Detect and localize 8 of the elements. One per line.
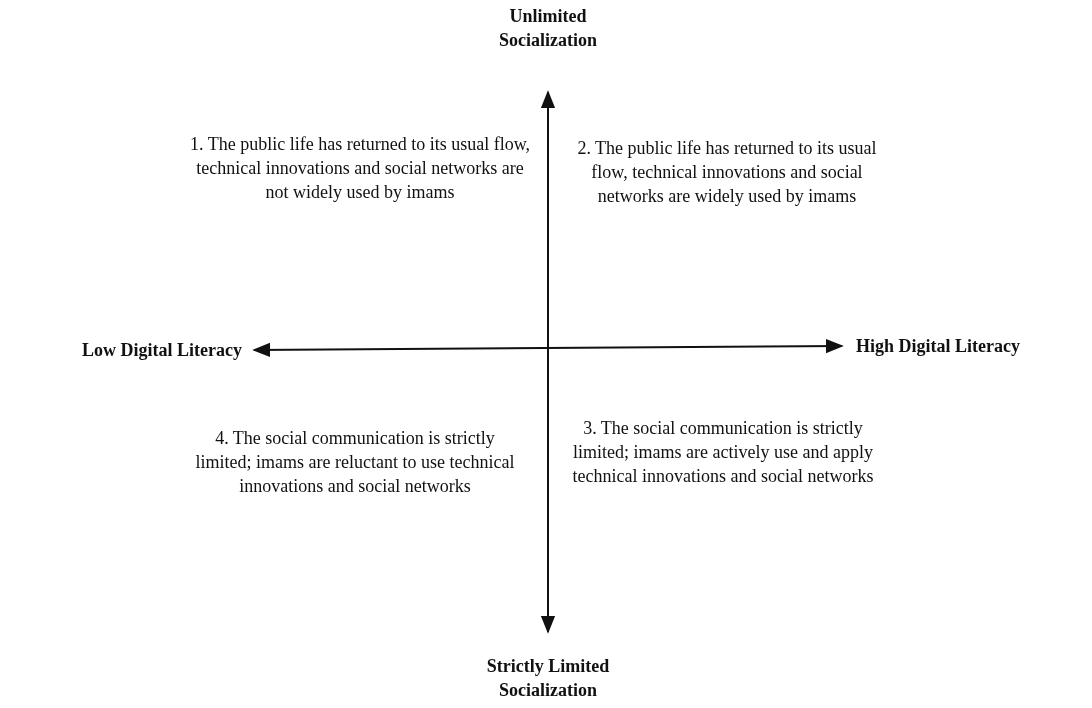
axis-label: High Digital Literacy	[856, 335, 1021, 358]
quadrant-description: 2. The public life has returned to its usual flow, technical innovations and social networks are widely used by imams	[576, 137, 878, 208]
axis-label: Strictly Limited Socialization	[485, 655, 611, 702]
quadrant-description: 1. The public life has returned to its usual flow, technical innovations and social networks are not widely used by imams	[189, 133, 531, 204]
axis-label: Unlimited Socialization	[498, 5, 598, 52]
quadrant-description: 3. The social communication is strictly limited; imams are actively use and apply technical innovations and social networks	[571, 417, 875, 488]
axis-label: Low Digital Literacy	[81, 339, 242, 362]
quadrant-description: 4. The social communication is strictly limited; imams are reluctant to use technical innovations and social networks	[194, 427, 516, 498]
